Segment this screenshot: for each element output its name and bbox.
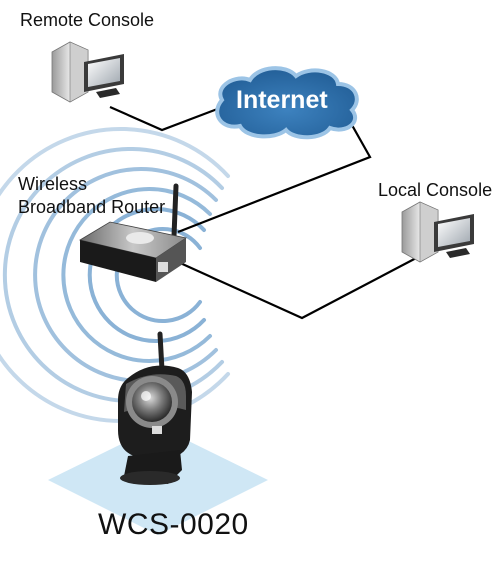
camera-model-label: WCS-0020 xyxy=(98,508,249,541)
line-internet-to-router xyxy=(177,117,372,234)
local-console-computer-icon xyxy=(401,201,474,263)
router-label-line2: Broadband Router xyxy=(18,197,166,217)
router-label-line1: Wireless xyxy=(18,174,88,194)
remote-console-computer-icon xyxy=(51,41,124,103)
local-console-label: Local Console xyxy=(378,180,493,200)
router-icon xyxy=(78,183,188,282)
connection-lines xyxy=(109,105,421,320)
line-remote-to-internet xyxy=(109,105,221,132)
line-router-to-local xyxy=(177,255,421,320)
internet-cloud-icon xyxy=(215,66,359,140)
internet-label: Internet xyxy=(236,86,328,114)
remote-console-label: Remote Console xyxy=(20,10,155,30)
ip-camera-icon xyxy=(118,331,192,485)
router-label: Wireless Broadband Router xyxy=(18,173,165,219)
